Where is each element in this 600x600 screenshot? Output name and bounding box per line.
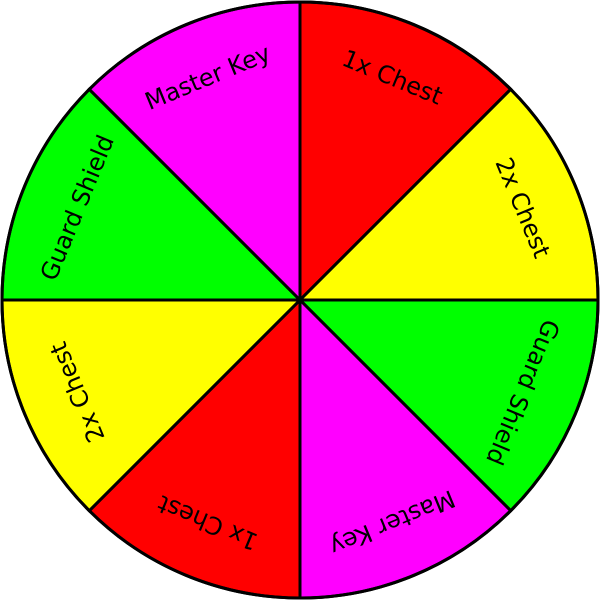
wheel-rim: [0, 0, 600, 600]
wheel-segments: [0, 0, 600, 600]
